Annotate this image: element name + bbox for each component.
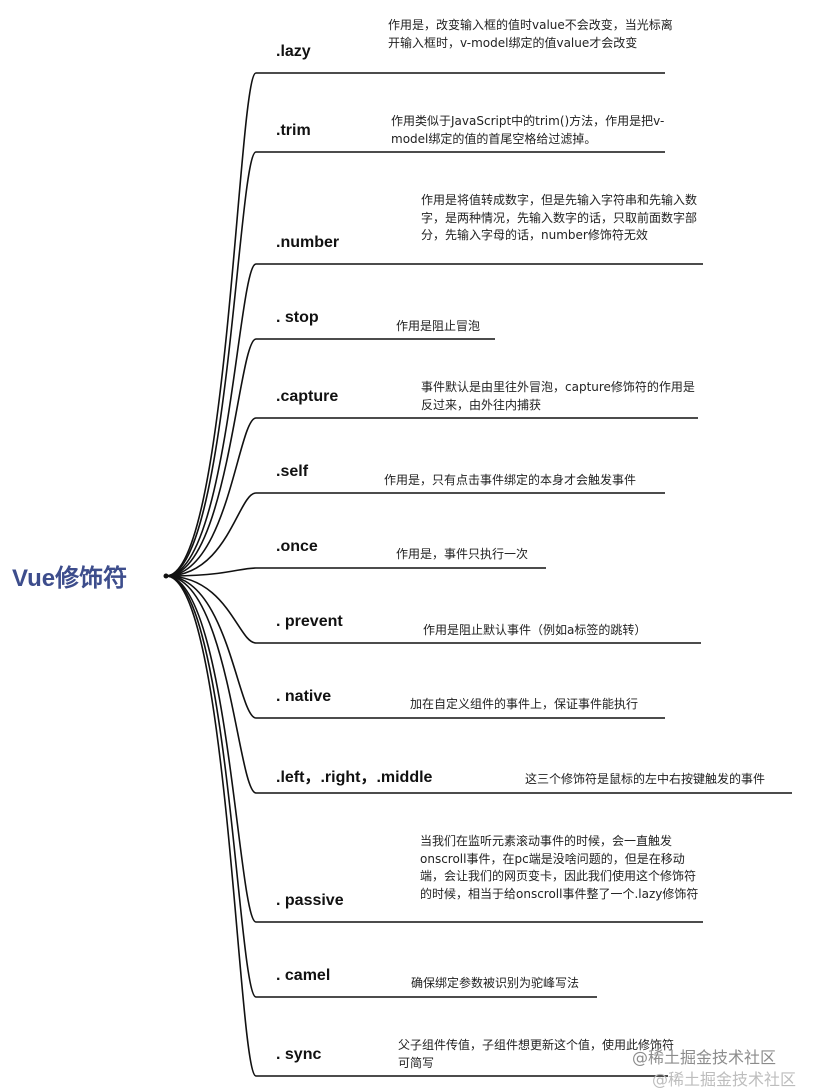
branch-description-self: 作用是，只有点击事件绑定的本身才会触发事件 (384, 473, 637, 487)
connector-capture (165, 417, 257, 577)
branch-description-prevent: 作用是阻止默认事件（例如a标签的跳转） (423, 623, 647, 637)
branch-description-camel: 确保绑定参数被识别为驼峰写法 (411, 976, 580, 990)
branch-description-stop: 作用是阻止冒泡 (396, 319, 481, 333)
branch-label-passive: . passive (276, 892, 344, 909)
branch-description-lazy: 作用是，改变输入框的值时value不会改变，当光标离开输入框时，v-model绑… (388, 18, 673, 50)
connector-camel (165, 575, 257, 998)
root-junction (163, 573, 169, 579)
connector-trim (165, 151, 257, 577)
branch-description-mouse: 这三个修饰符是鼠标的左中右按键触发的事件 (525, 772, 766, 786)
connector-stop (165, 338, 257, 577)
connector-self (165, 492, 257, 577)
branch-label-sync: . sync (276, 1046, 322, 1063)
branch-description-native: 加在自定义组件的事件上，保证事件能执行 (410, 697, 639, 711)
branch-label-prevent: . prevent (276, 613, 343, 630)
branch-label-native: . native (276, 688, 332, 705)
connector-number (165, 263, 257, 577)
branch-label-self: .self (276, 463, 309, 480)
branch-label-lazy: .lazy (276, 43, 311, 60)
branch-label-camel: . camel (276, 967, 331, 984)
connector-mouse (165, 575, 257, 794)
connector-sync (165, 575, 257, 1077)
branch-description-trim: 作用类似于JavaScript中的trim()方法，作用是把v-model绑定的… (391, 114, 665, 146)
branch-description-capture: 事件默认是由里往外冒泡，capture修饰符的作用是反过来，由外往内捕获 (421, 380, 695, 412)
watermark-shadow: @稀土掘金技术社区 (652, 1070, 797, 1089)
branch-label-once: .once (276, 538, 318, 555)
branch-description-once: 作用是，事件只执行一次 (396, 547, 529, 561)
branch-label-number: .number (276, 234, 340, 251)
branch-label-capture: .capture (276, 388, 339, 405)
branch-description-passive: 当我们在监听元素滚动事件的时候，会一直触发onscroll事件，在pc端是没啥问… (420, 834, 699, 901)
connector-prevent (165, 575, 257, 644)
branch-label-mouse: .left，.right，.middle (276, 769, 433, 786)
connector-once (165, 567, 257, 577)
root-node-label: Vue修饰符 (12, 565, 128, 592)
branch-label-trim: .trim (276, 122, 311, 139)
connector-passive (165, 575, 257, 923)
branch-description-sync: 父子组件传值，子组件想更新这个值，使用此修饰符可简写 (398, 1038, 675, 1070)
branch-label-stop: . stop (276, 309, 319, 326)
connector-lazy (165, 72, 257, 577)
branch-description-number: 作用是将值转成数字，但是先输入字符串和先输入数字，是两种情况，先输入数字的话，只… (421, 193, 698, 242)
watermark: @稀土掘金技术社区 (632, 1048, 777, 1067)
connector-native (165, 575, 257, 719)
